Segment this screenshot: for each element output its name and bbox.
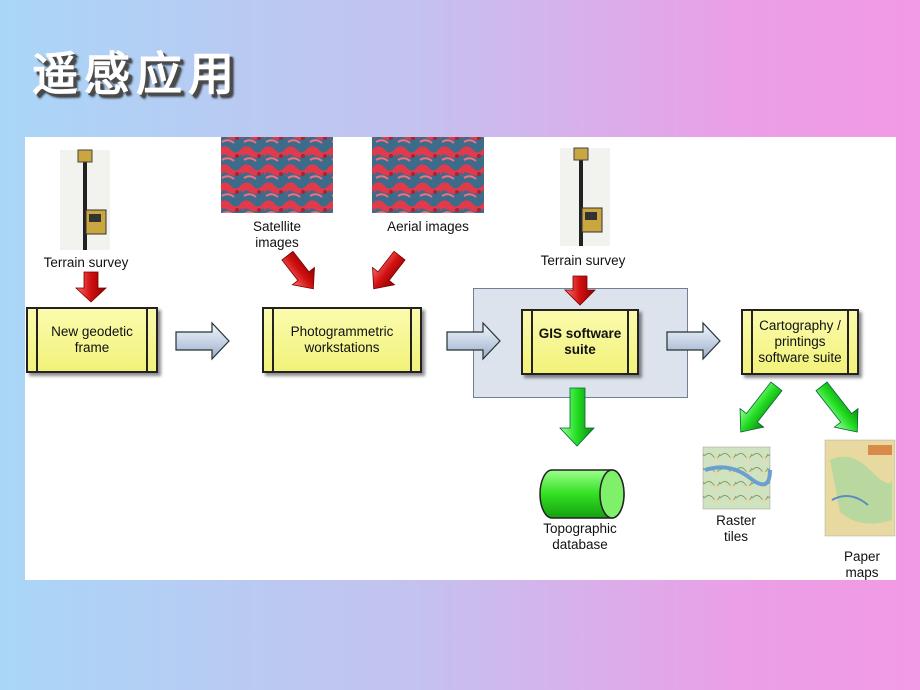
grey-arrow-2 bbox=[446, 321, 501, 361]
label-satellite-images: Satellite images bbox=[252, 219, 302, 250]
box-new-geodetic-frame-label: New geodetic frame bbox=[51, 324, 133, 355]
red-arrow-geodetic bbox=[74, 271, 108, 303]
terrain-survey-image-left bbox=[60, 149, 110, 250]
label-terrain-survey-left: Terrain survey bbox=[43, 255, 129, 270]
label-aerial-images: Aerial images bbox=[387, 219, 469, 234]
box-cartography-label: Cartography / printings software suite bbox=[758, 318, 842, 365]
box-photogrammetric-label: Photogrammetric workstations bbox=[290, 324, 394, 355]
raster-tiles-image bbox=[702, 446, 771, 510]
green-arrow-raster bbox=[739, 381, 783, 433]
box-photogrammetric-workstations: Photogrammetric workstations bbox=[262, 307, 422, 373]
slide-title: 遥感应用 bbox=[32, 47, 240, 101]
red-arrow-satellite bbox=[281, 250, 315, 290]
label-topographic-database: Topographic database bbox=[543, 521, 617, 552]
grey-arrow-1 bbox=[175, 321, 230, 361]
box-new-geodetic-frame: New geodetic frame bbox=[26, 307, 158, 373]
box-gis-label: GIS software suite bbox=[538, 326, 622, 357]
terrain-survey-image-right bbox=[560, 147, 610, 246]
aerial-image bbox=[372, 137, 484, 213]
label-terrain-survey-right: Terrain survey bbox=[540, 253, 626, 268]
label-raster-tiles: Raster tiles bbox=[716, 513, 756, 544]
box-gis-software-suite: GIS software suite bbox=[521, 309, 639, 375]
green-arrow-database bbox=[559, 387, 595, 447]
red-arrow-gis bbox=[564, 275, 596, 306]
satellite-image bbox=[221, 137, 333, 213]
green-arrow-paper bbox=[815, 381, 859, 433]
red-arrow-aerial bbox=[372, 250, 406, 290]
box-cartography-software-suite: Cartography / printings software suite bbox=[741, 309, 859, 375]
label-paper-maps: Paper maps bbox=[843, 549, 881, 580]
database-cylinder-icon bbox=[539, 469, 625, 519]
grey-arrow-3 bbox=[666, 321, 721, 361]
